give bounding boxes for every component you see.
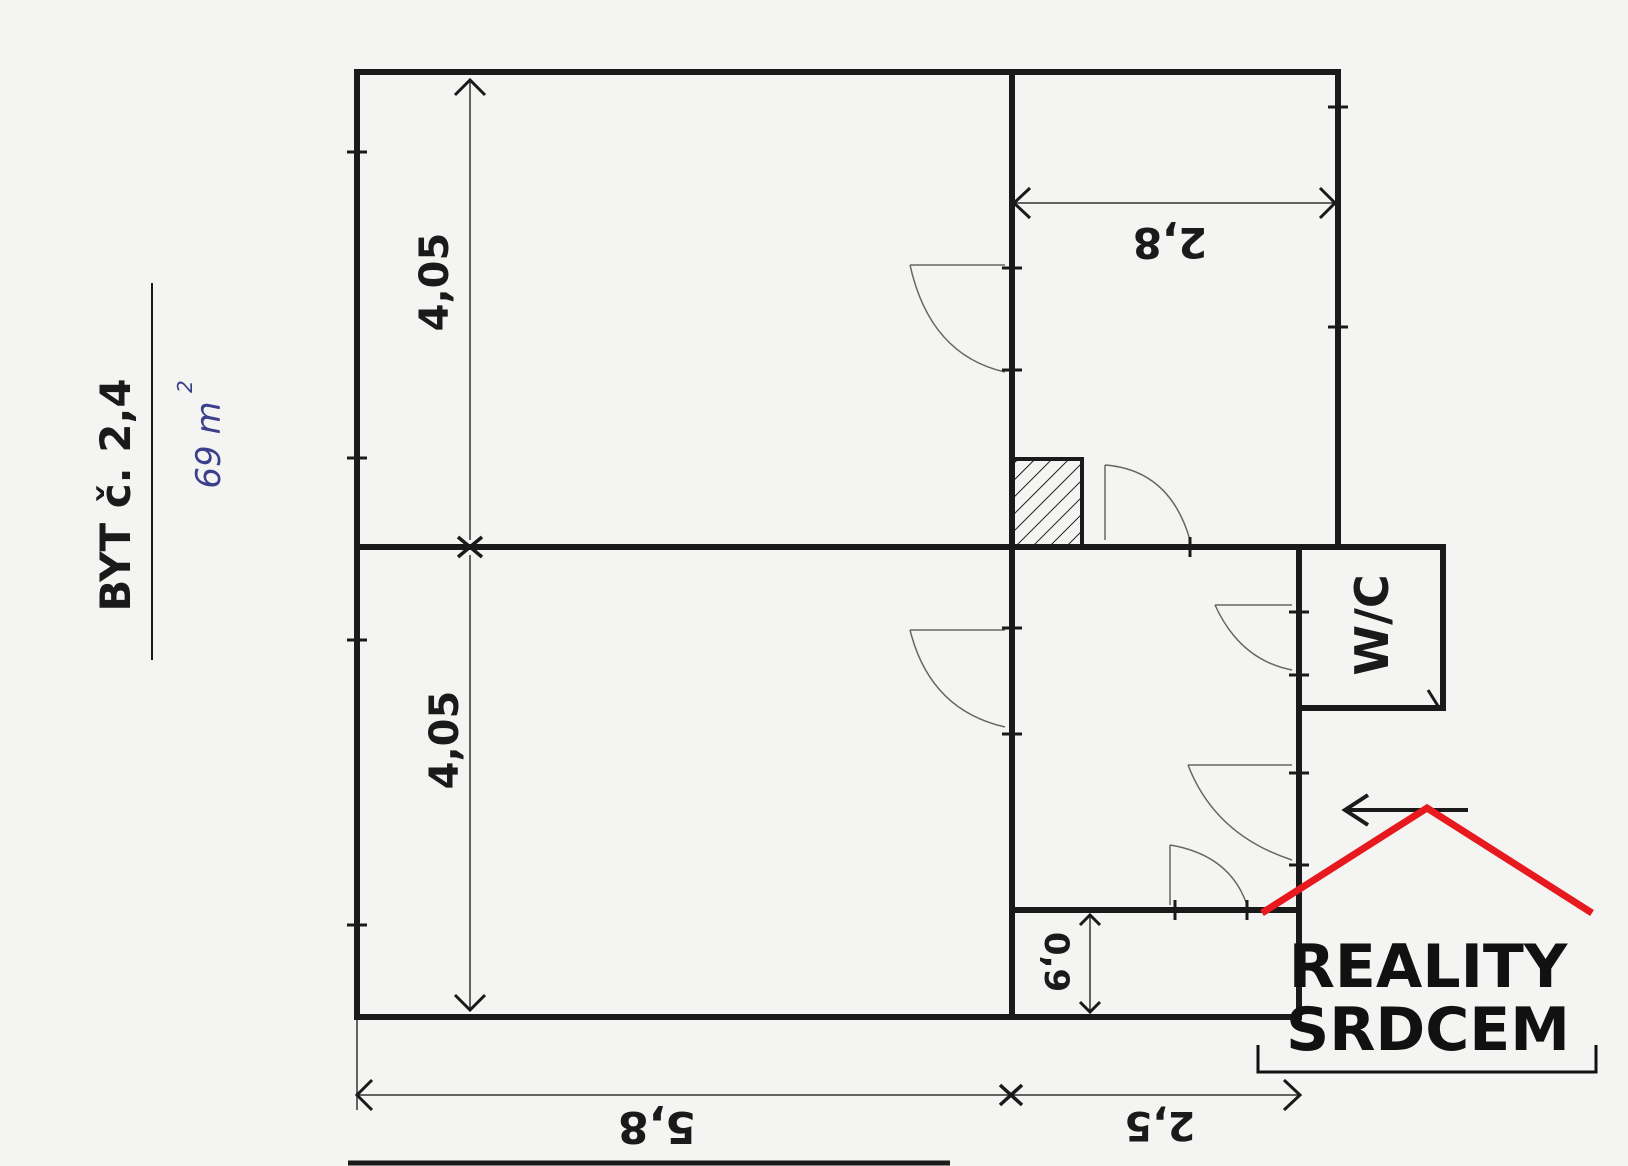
label-lower-height: 4,05 (422, 691, 468, 790)
dimension-labels: 4,05 4,05 2,8 5,8 2,5 0,9 W/C (412, 218, 1399, 1152)
walls (354, 69, 1446, 1020)
label-small-room-height: 0,9 (1036, 932, 1076, 992)
chimney-block (1010, 457, 1084, 549)
label-upper-height: 4,05 (412, 233, 458, 332)
cross-marks (456, 535, 1024, 1107)
door-arc-small-upper (1104, 464, 1191, 541)
dimension-lines (354, 77, 1338, 1112)
logo-line-1: REALITY (1289, 932, 1569, 1002)
door-arc-lower-room (909, 629, 1006, 728)
logo-line-2: SRDCEM (1286, 995, 1570, 1065)
plan-area: 69 m (189, 401, 229, 488)
wall-ticks (347, 105, 1440, 927)
reality-srdcem-logo: REALITY SRDCEM (1256, 803, 1598, 1074)
door-arc-hall-1 (1187, 764, 1293, 861)
label-bottom-left-width: 5,8 (618, 1101, 696, 1152)
plan-title: BYT č. 2,4 (91, 378, 140, 611)
label-upper-right-width: 2,8 (1133, 218, 1207, 267)
label-bottom-right-width: 2,5 (1125, 1102, 1196, 1148)
door-swings (909, 264, 1293, 906)
logo-roof-icon (1260, 803, 1594, 916)
title-block: BYT č. 2,4 69 m 2 (91, 283, 229, 660)
entrance-arrow-icon (1341, 793, 1468, 827)
plan-area-superscript: 2 (173, 380, 197, 393)
door-arc-hall-2 (1169, 844, 1248, 906)
logo-bracket (1256, 1045, 1598, 1074)
door-arc-upper-room (909, 264, 1006, 373)
door-arc-wc (1214, 604, 1293, 671)
label-wc: W/C (1345, 574, 1399, 675)
